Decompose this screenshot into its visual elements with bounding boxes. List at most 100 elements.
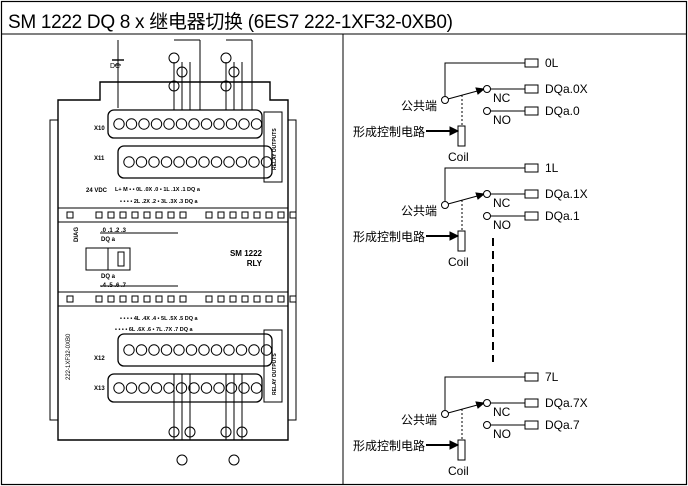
terminal-box <box>524 189 539 199</box>
terminal-screw <box>213 382 225 394</box>
arrow-head <box>475 192 486 200</box>
terminal-screw <box>135 156 148 168</box>
l-terminal-label: 1L <box>545 161 559 175</box>
terminal-screw <box>148 344 160 356</box>
common-wire <box>444 376 525 410</box>
terminal-screw <box>148 156 160 168</box>
bottom-terminal-row-2: • • • • 6L .6X .6 • 7L .7X .7 DQ a <box>115 327 194 333</box>
arrow-head <box>449 440 460 450</box>
common-contact <box>441 410 449 418</box>
common-wire <box>444 167 525 201</box>
switch-arm <box>447 194 482 205</box>
led <box>205 295 213 303</box>
terminal-box <box>524 106 539 116</box>
load-symbol <box>236 426 248 438</box>
terminal-screw <box>160 344 173 356</box>
coil-label: Coil <box>448 464 469 478</box>
switch-arm <box>447 89 482 100</box>
page-title: SM 1222 DQ 8 x 继电器切换 (6ES7 222-1XF32-0XB… <box>8 12 453 33</box>
no-label: NO <box>493 427 511 441</box>
led <box>179 211 187 219</box>
nc-contact <box>483 399 491 407</box>
no-output-label: DQa.1 <box>545 209 580 223</box>
led <box>289 211 297 219</box>
led <box>95 211 103 219</box>
relay-outputs-bottom: RELAY OUTPUTS <box>272 353 278 395</box>
dq-a-bottom: DQ a <box>101 274 116 280</box>
load-symbol <box>176 66 188 78</box>
led <box>119 211 127 219</box>
load-symbol <box>168 80 180 92</box>
terminal-screw <box>173 156 185 168</box>
led-labels-bottom: .4 .5 .6 .7 <box>101 283 127 289</box>
no-contact <box>483 107 491 115</box>
led <box>241 211 249 219</box>
module-drawing <box>49 39 297 466</box>
nc-label: NC <box>493 91 511 105</box>
terminal-screw <box>150 118 163 130</box>
terminal-screw <box>213 118 225 130</box>
load-symbol <box>184 426 196 438</box>
terminal-box <box>524 372 539 382</box>
terminal-screw <box>248 156 260 168</box>
terminal-screw <box>248 344 260 356</box>
top-terminal-row-1: L+ M • • 0L .0X .0 • 1L .1X .1 DQ a <box>115 187 201 193</box>
terminal-screw <box>235 156 248 168</box>
led <box>179 295 187 303</box>
relay-block <box>426 58 539 147</box>
terminal-screw <box>260 156 273 168</box>
terminal-screw <box>138 118 150 130</box>
terminal-screw <box>198 344 210 356</box>
terminal-screw <box>260 344 273 356</box>
terminal-screw <box>138 382 150 394</box>
led <box>217 211 225 219</box>
dq-a-top: DQ a <box>101 237 116 243</box>
top-terminal-row-2: • • • • 2L .2X .2 • 3L .3X .3 DQ a <box>120 199 199 205</box>
terminal-screw <box>185 156 198 168</box>
terminal-screw <box>223 344 235 356</box>
no-output-label: DQa.0 <box>545 104 580 118</box>
l-terminal-label: 7L <box>545 370 559 384</box>
terminal-screw <box>200 382 213 394</box>
terminal-screw <box>135 344 148 356</box>
led <box>143 211 151 219</box>
terminal-screw <box>238 118 250 130</box>
led <box>167 211 175 219</box>
terminal-screw <box>225 382 238 394</box>
arrow-head <box>449 231 460 241</box>
terminal-screw <box>200 118 213 130</box>
common-contact <box>441 201 449 209</box>
led <box>143 295 151 303</box>
load-symbol <box>168 426 180 438</box>
terminal-screw <box>198 156 210 168</box>
led <box>253 211 261 219</box>
led <box>107 295 115 303</box>
led <box>155 295 163 303</box>
led <box>131 295 139 303</box>
load-symbol <box>176 454 188 466</box>
x12-label: X12 <box>94 356 105 362</box>
led <box>155 211 163 219</box>
led <box>217 295 225 303</box>
led <box>265 211 273 219</box>
switch-arm <box>447 403 482 414</box>
relay-block <box>426 372 539 461</box>
l-terminal-label: 0L <box>545 56 559 70</box>
coil-label: Coil <box>448 255 469 269</box>
no-contact <box>483 212 491 220</box>
terminal-screw <box>123 344 135 356</box>
terminal-screw <box>210 156 223 168</box>
common-wire <box>444 62 525 96</box>
terminal-screw <box>250 382 263 394</box>
model-label: SM 1222 <box>230 249 263 258</box>
led <box>229 295 237 303</box>
load-symbol <box>220 426 232 438</box>
relay-outputs-top: RELAY OUTPUTS <box>272 128 278 170</box>
terminal-screw <box>160 156 173 168</box>
terminal-box <box>524 420 539 430</box>
relay-schematic: 0LDQa.0XDQa.0NCNO公共端形成控制电路Coil1LDQa.1XDQ… <box>353 56 588 478</box>
terminal-box <box>524 58 539 68</box>
terminal-screw <box>188 118 200 130</box>
terminal-screw <box>150 382 163 394</box>
